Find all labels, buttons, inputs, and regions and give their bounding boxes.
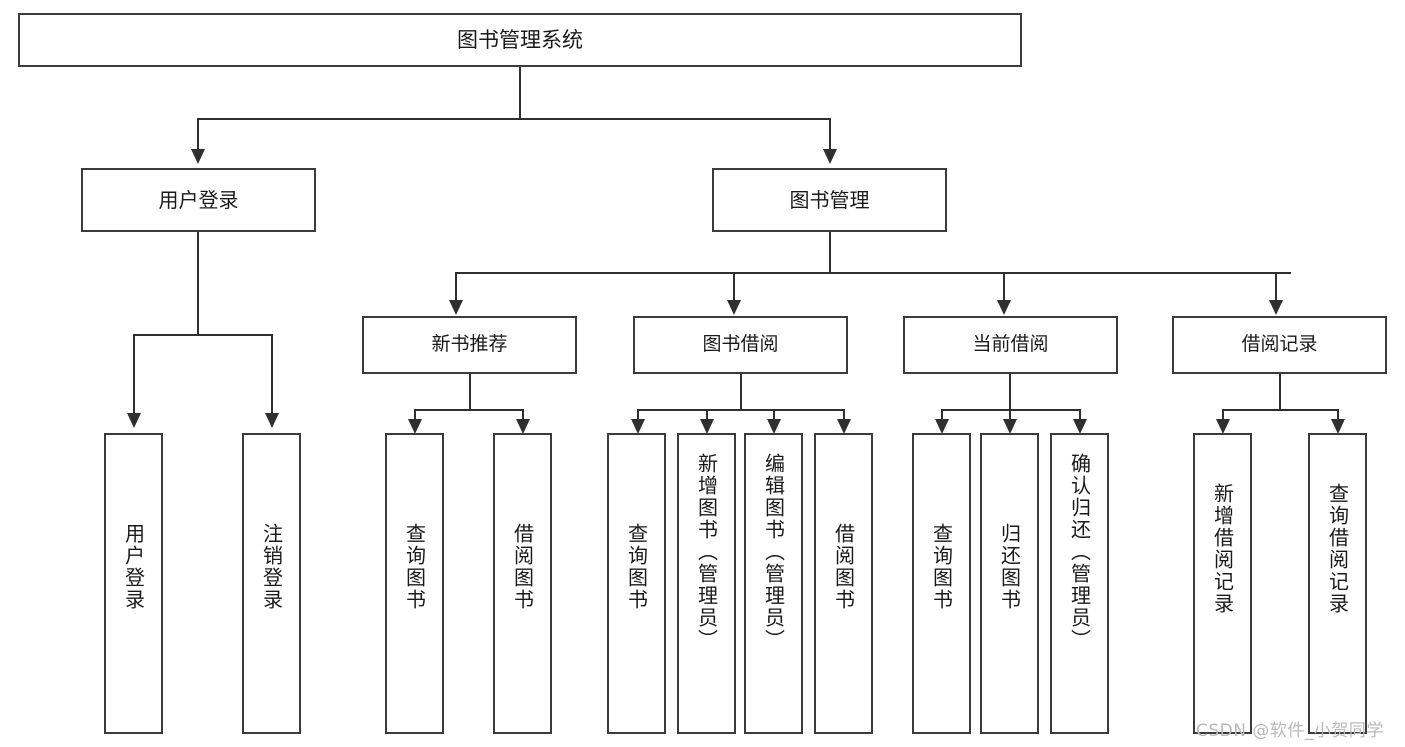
node-borrow-record-label: 借阅记录: [1241, 333, 1318, 356]
arrow-to-leaf-return-book: [1003, 419, 1017, 434]
leaf-edit-book-label: 编辑图书（管理员）: [761, 453, 786, 651]
arrow-to-leaf-borrow-book-2: [837, 419, 851, 434]
connector-to-current-borrow: [1003, 272, 1005, 302]
leaf-add-book-label: 新增图书（管理员）: [694, 453, 719, 651]
connector-to-leaf-confirm-return: [1079, 409, 1081, 421]
arrow-to-leaf-query-book-1: [408, 419, 422, 434]
connector-root-stem: [519, 67, 521, 118]
node-book-borrow-label: 图书借阅: [702, 333, 779, 356]
connector-book-borrow-stem: [740, 374, 742, 410]
leaf-user-login[interactable]: 用户登录: [104, 433, 163, 734]
connector-borrow-record-stem: [1279, 374, 1281, 410]
arrow-to-leaf-add-book: [700, 419, 714, 434]
connector-to-leaf-borrow-book-1: [522, 409, 524, 421]
connector-to-book-manage: [829, 118, 831, 151]
node-current-borrow-label: 当前借阅: [972, 333, 1049, 356]
node-new-book-recommend-label: 新书推荐: [431, 333, 508, 356]
arrow-to-user-login: [191, 149, 205, 164]
leaf-borrow-book-1[interactable]: 借阅图书: [493, 433, 552, 734]
node-user-login[interactable]: 用户登录: [81, 168, 316, 232]
node-book-borrow[interactable]: 图书借阅: [633, 316, 848, 374]
arrow-to-leaf-user-login: [127, 413, 141, 428]
connector-to-leaf-add-book: [706, 409, 708, 421]
leaf-query-book-1[interactable]: 查询图书: [385, 433, 444, 734]
arrow-to-current-borrow: [997, 300, 1011, 315]
connector-to-leaf-borrow-book-2: [843, 409, 845, 421]
leaf-return-book-label: 归还图书: [997, 523, 1022, 611]
node-borrow-record[interactable]: 借阅记录: [1172, 316, 1387, 374]
arrow-to-new-book-recommend: [449, 300, 463, 315]
connector-to-leaf-return-book: [1009, 409, 1011, 421]
leaf-borrow-book-1-label: 借阅图书: [510, 523, 535, 611]
leaf-query-record[interactable]: 查询借阅记录: [1308, 433, 1367, 734]
connector-current-borrow-stem: [1009, 374, 1011, 410]
leaf-confirm-return[interactable]: 确认归还（管理员）: [1050, 433, 1109, 734]
connector-book-manage-stem: [829, 232, 831, 273]
connector-to-user-login: [197, 118, 199, 151]
leaf-logout-label: 注销登录: [259, 523, 284, 611]
node-root-label: 图书管理系统: [457, 27, 583, 52]
connector-to-leaf-query-record: [1337, 409, 1339, 421]
leaf-query-record-label: 查询借阅记录: [1325, 483, 1350, 615]
leaf-add-book[interactable]: 新增图书（管理员）: [677, 433, 736, 734]
connector-book-borrow-bus: [637, 409, 844, 411]
leaf-logout[interactable]: 注销登录: [242, 433, 301, 734]
node-user-login-label: 用户登录: [158, 187, 239, 212]
connector-to-leaf-user-login: [133, 334, 135, 415]
connector-level2-bus: [455, 272, 1291, 274]
connector-user-login-bus: [133, 334, 273, 336]
leaf-query-book-2[interactable]: 查询图书: [607, 433, 666, 734]
connector-user-login-stem: [197, 232, 199, 335]
leaf-add-record[interactable]: 新增借阅记录: [1193, 433, 1252, 734]
connector-to-leaf-query-book-3: [941, 409, 943, 421]
arrow-to-leaf-query-record: [1331, 419, 1345, 434]
leaf-user-login-label: 用户登录: [121, 523, 146, 611]
node-current-borrow[interactable]: 当前借阅: [903, 316, 1118, 374]
connector-borrow-record-bus: [1222, 409, 1338, 411]
leaf-edit-book[interactable]: 编辑图书（管理员）: [744, 433, 803, 734]
leaf-query-book-2-label: 查询图书: [624, 523, 649, 611]
arrow-to-book-manage: [823, 149, 837, 164]
connector-to-borrow-record: [1275, 272, 1277, 302]
leaf-query-book-3[interactable]: 查询图书: [912, 433, 971, 734]
arrow-to-leaf-query-book-3: [935, 419, 949, 434]
arrow-to-leaf-edit-book: [767, 419, 781, 434]
node-root[interactable]: 图书管理系统: [18, 13, 1022, 67]
leaf-borrow-book-2[interactable]: 借阅图书: [814, 433, 873, 734]
connector-new-book-recommend-bus: [414, 409, 524, 411]
leaf-borrow-book-2-label: 借阅图书: [831, 523, 856, 611]
arrow-to-leaf-confirm-return: [1073, 419, 1087, 434]
leaf-return-book[interactable]: 归还图书: [980, 433, 1039, 734]
arrow-to-leaf-logout: [265, 413, 279, 428]
connector-to-book-borrow: [733, 272, 735, 302]
connector-level1-bus: [197, 118, 831, 120]
connector-to-leaf-add-record: [1222, 409, 1224, 421]
arrow-to-leaf-borrow-book-1: [516, 419, 530, 434]
connector-to-leaf-logout: [271, 334, 273, 415]
connector-to-new-book-recommend: [455, 272, 457, 302]
arrow-to-borrow-record: [1269, 300, 1283, 315]
node-book-manage-label: 图书管理: [789, 187, 870, 212]
leaf-add-record-label: 新增借阅记录: [1210, 483, 1235, 615]
csdn-watermark: CSDN @软件_小贺同学: [1196, 721, 1384, 741]
leaf-confirm-return-label: 确认归还（管理员）: [1067, 453, 1092, 651]
arrow-to-book-borrow: [727, 300, 741, 315]
connector-to-leaf-edit-book: [773, 409, 775, 421]
node-new-book-recommend[interactable]: 新书推荐: [362, 316, 577, 374]
connector-new-book-recommend-stem: [469, 374, 471, 410]
connector-current-borrow-bus: [941, 409, 1081, 411]
leaf-query-book-1-label: 查询图书: [402, 523, 427, 611]
arrow-to-leaf-add-record: [1216, 419, 1230, 434]
arrow-to-leaf-query-book-2: [631, 419, 645, 434]
node-book-manage[interactable]: 图书管理: [712, 168, 947, 232]
connector-to-leaf-query-book-1: [414, 409, 416, 421]
leaf-query-book-3-label: 查询图书: [929, 523, 954, 611]
connector-to-leaf-query-book-2: [637, 409, 639, 421]
